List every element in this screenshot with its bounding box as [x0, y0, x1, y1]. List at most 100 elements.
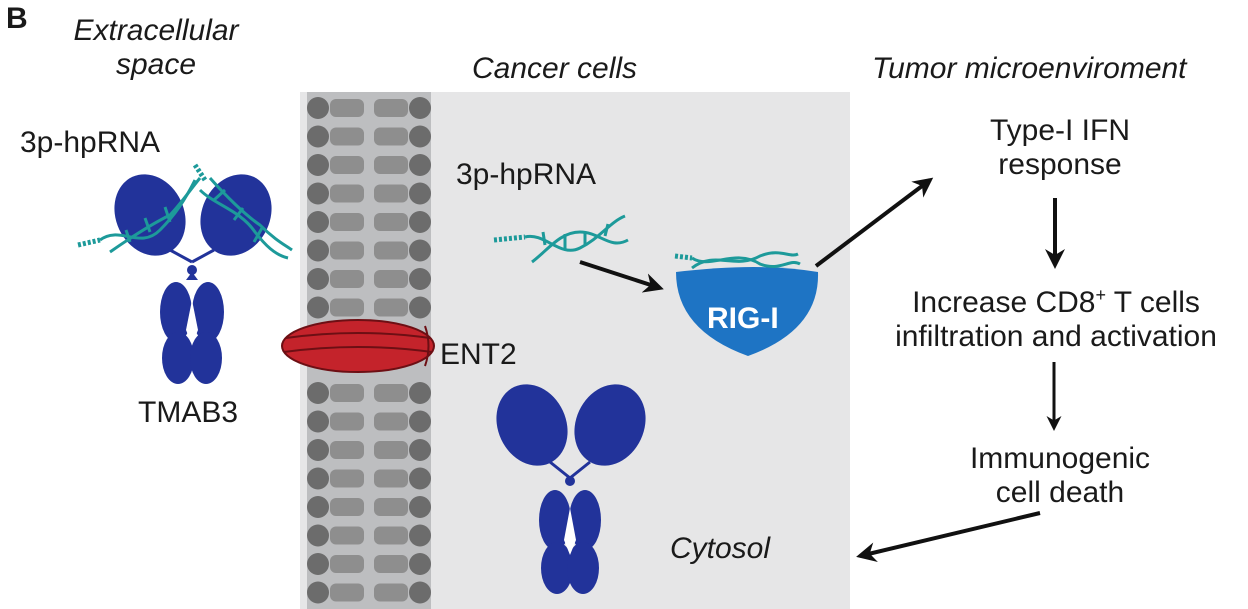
lipid-head [409, 182, 431, 205]
lipid-head [409, 410, 431, 433]
lipid-row [307, 182, 431, 205]
pathway-step-cd8-line1: Increase CD8+ T cells [912, 285, 1200, 319]
lipid-head [307, 410, 329, 433]
lipid-tail [330, 441, 364, 459]
ent2-transporter-icon [281, 319, 435, 373]
lipid-tail [374, 270, 408, 288]
lipid-head [307, 211, 329, 233]
lipid-tail [330, 241, 364, 260]
label-ent2: ENT2 [440, 338, 517, 371]
lipid-tail [330, 99, 364, 117]
lipid-tail [330, 213, 364, 231]
arrow-rna-to-rig-i [579, 260, 664, 293]
lipid-row [307, 382, 431, 404]
pathway-step-cd8-line2: infiltration and activation [895, 320, 1217, 353]
lipid-head [307, 524, 329, 547]
label-3p-hprna-intracellular: 3p-hpRNA [456, 158, 597, 191]
lipid-row [307, 154, 431, 176]
region-label-cancer-cells: Cancer cells [472, 52, 638, 85]
lipid-tail [374, 583, 408, 602]
lipid-head [409, 467, 431, 490]
lipid-tail [374, 127, 408, 146]
lipid-head [409, 382, 431, 404]
lipid-head [307, 467, 329, 490]
region-label-extracellular-line2: space [115, 48, 197, 81]
lipid-tail [330, 384, 364, 402]
lipid-tail [330, 583, 364, 602]
lipid-head [409, 125, 431, 148]
label-rig-i: RIG-I [707, 302, 779, 335]
lipid-row [307, 97, 431, 119]
lipid-row [307, 268, 431, 290]
rig-i-sensor-icon [674, 251, 819, 356]
lipid-head [307, 268, 329, 290]
label-3p-hprna-extracellular: 3p-hpRNA [20, 126, 161, 159]
rna-helix-icon-extracellular-right [192, 163, 293, 260]
pathway-step-ifn-line2: response [998, 148, 1122, 181]
lipid-row [307, 239, 431, 262]
lipid-tail [330, 298, 364, 317]
lipid-row [307, 553, 431, 575]
panel-label: B [6, 2, 28, 35]
lipid-head [307, 439, 329, 461]
pathway-step-icd-line1: Immunogenic [969, 442, 1151, 475]
lipid-row [307, 496, 431, 518]
lipid-head [409, 239, 431, 262]
tmab3-antibody-icon [114, 174, 272, 384]
pathway-step-ifn-response: Type-I IFN response [930, 114, 1190, 182]
lipid-tail [374, 213, 408, 231]
lipid-tail [374, 384, 408, 402]
lipid-tail [374, 441, 408, 459]
lipid-head [307, 581, 329, 604]
lipid-head [409, 296, 431, 319]
lipid-tail [330, 469, 364, 488]
lipid-tail [374, 99, 408, 117]
lipid-row [307, 467, 431, 490]
lipid-head [307, 382, 329, 404]
lipid-head [409, 97, 431, 119]
lipid-head [409, 154, 431, 176]
lipid-head [307, 496, 329, 518]
lipid-head [409, 581, 431, 604]
lipid-tail [374, 412, 408, 431]
lipid-tail [374, 469, 408, 488]
region-label-extracellular-line1: Extracellular [73, 14, 239, 47]
lipid-row [307, 125, 431, 148]
lipid-head [409, 553, 431, 575]
lipid-tail [330, 156, 364, 174]
rna-helix-icon-intracellular [493, 214, 629, 264]
lipid-tail [374, 241, 408, 260]
lipid-head [409, 496, 431, 518]
lipid-head [409, 439, 431, 461]
label-tmab3: TMAB3 [138, 396, 239, 429]
region-label-tumor-microenvironment: Tumor microenviroment [872, 52, 1187, 85]
lipid-tail [374, 555, 408, 573]
arrow-rig-i-to-ifn [814, 177, 934, 268]
lipid-tail [330, 270, 364, 288]
lipid-tail [330, 127, 364, 146]
lipid-tail [374, 156, 408, 174]
pathway-step-ifn-line1: Type-I IFN [989, 114, 1131, 147]
lipid-tail [330, 412, 364, 431]
rna-helix-icon-extracellular-left [77, 177, 202, 254]
lipid-head [409, 524, 431, 547]
lipid-row [307, 410, 431, 433]
lipid-head [307, 125, 329, 148]
lipid-tail [374, 298, 408, 317]
lipid-tail [374, 526, 408, 545]
lipid-head [307, 296, 329, 319]
lipid-tail [330, 184, 364, 203]
lipid-head [307, 239, 329, 262]
lipid-row [307, 439, 431, 461]
arrow-icd-to-cytosol [856, 511, 1041, 563]
intracellular-antibody-icon [496, 384, 646, 594]
lipid-head [307, 97, 329, 119]
lipid-row [307, 524, 431, 547]
lipid-tail [374, 498, 408, 516]
lipid-head [409, 268, 431, 290]
lipid-tail [330, 526, 364, 545]
lipid-head [307, 154, 329, 176]
region-label-extracellular: Extracellular space [46, 14, 266, 82]
lipid-head [409, 211, 431, 233]
region-label-cytosol: Cytosol [670, 532, 771, 565]
